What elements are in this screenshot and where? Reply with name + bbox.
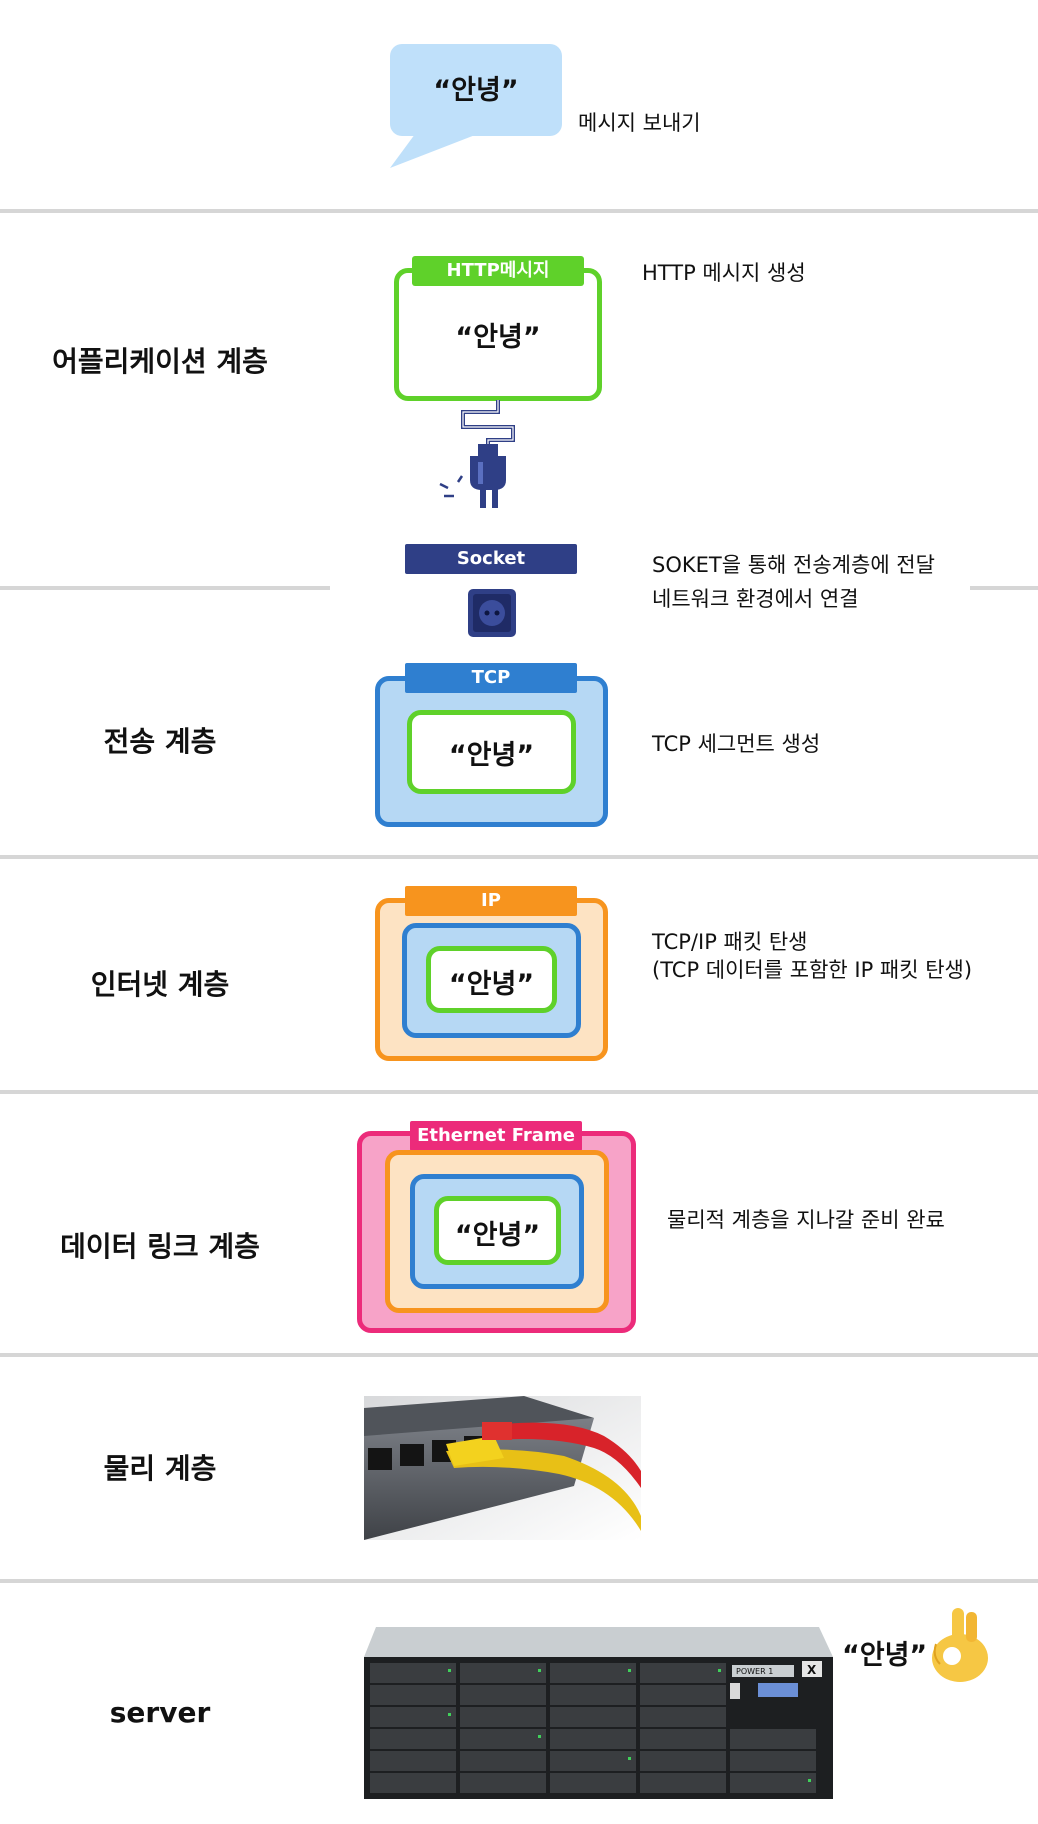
http-message: “안녕” bbox=[455, 322, 541, 353]
divider bbox=[0, 586, 330, 590]
physical-layer-label: 물리 계층 bbox=[103, 1452, 217, 1485]
divider bbox=[0, 1090, 1038, 1094]
network-switch-cable-image bbox=[364, 1396, 641, 1540]
divider bbox=[0, 1353, 1038, 1357]
ip-message: “안녕” bbox=[448, 969, 535, 1000]
divider bbox=[0, 209, 1038, 213]
ip-inner-message-box bbox=[426, 946, 557, 1013]
divider bbox=[0, 855, 1038, 859]
server-message: “안녕” bbox=[842, 1640, 928, 1671]
send-message-label: 메시지 보내기 bbox=[578, 111, 701, 135]
divider bbox=[0, 1579, 1038, 1583]
socket-note-line1: SOKET을 통해 전송계층에 전달 bbox=[652, 553, 935, 577]
internet-layer-label: 인터넷 계층 bbox=[90, 968, 230, 1001]
bubble-message: “안녕” bbox=[433, 75, 519, 106]
server-logo: X bbox=[807, 1663, 817, 1677]
server-label: server bbox=[109, 1696, 211, 1729]
ip-tag: IP bbox=[405, 886, 577, 916]
datalink-note: 물리적 계층을 지나갈 준비 완료 bbox=[667, 1208, 945, 1232]
transport-layer-label: 전송 계층 bbox=[103, 725, 217, 758]
ip-note-line1: TCP/IP 패킷 탄생 bbox=[652, 930, 808, 954]
socket-note-line2: 네트워크 환경에서 연결 bbox=[652, 587, 859, 611]
divider bbox=[970, 586, 1038, 590]
tcp-note: TCP 세그먼트 생성 bbox=[652, 732, 821, 756]
server-panel-label: POWER 1 bbox=[736, 1667, 773, 1676]
ok-hand-icon bbox=[932, 1608, 988, 1682]
datalink-layer-label: 데이터 링크 계층 bbox=[60, 1230, 260, 1263]
tcp-message: “안녕” bbox=[448, 740, 535, 771]
socket-tag: Socket bbox=[405, 544, 577, 574]
socket-outlet-icon bbox=[468, 589, 516, 637]
http-tag: HTTP메시지 bbox=[412, 256, 584, 286]
speech-bubble bbox=[390, 44, 562, 168]
ethernet-inner-message-box bbox=[434, 1196, 561, 1265]
tcp-tag: TCP bbox=[405, 663, 577, 693]
ethernet-tag: Ethernet Frame bbox=[410, 1121, 582, 1151]
plug-icon bbox=[439, 400, 515, 508]
ip-note-line2: (TCP 데이터를 포함한 IP 패킷 탄생) bbox=[652, 958, 973, 982]
ethernet-message: “안녕” bbox=[454, 1220, 541, 1251]
http-note: HTTP 메시지 생성 bbox=[642, 261, 806, 285]
server-rack-image: POWER 1 X bbox=[364, 1627, 833, 1799]
tcp-inner-message-box bbox=[407, 710, 576, 794]
application-layer-label: 어플리케이션 계층 bbox=[52, 345, 268, 378]
